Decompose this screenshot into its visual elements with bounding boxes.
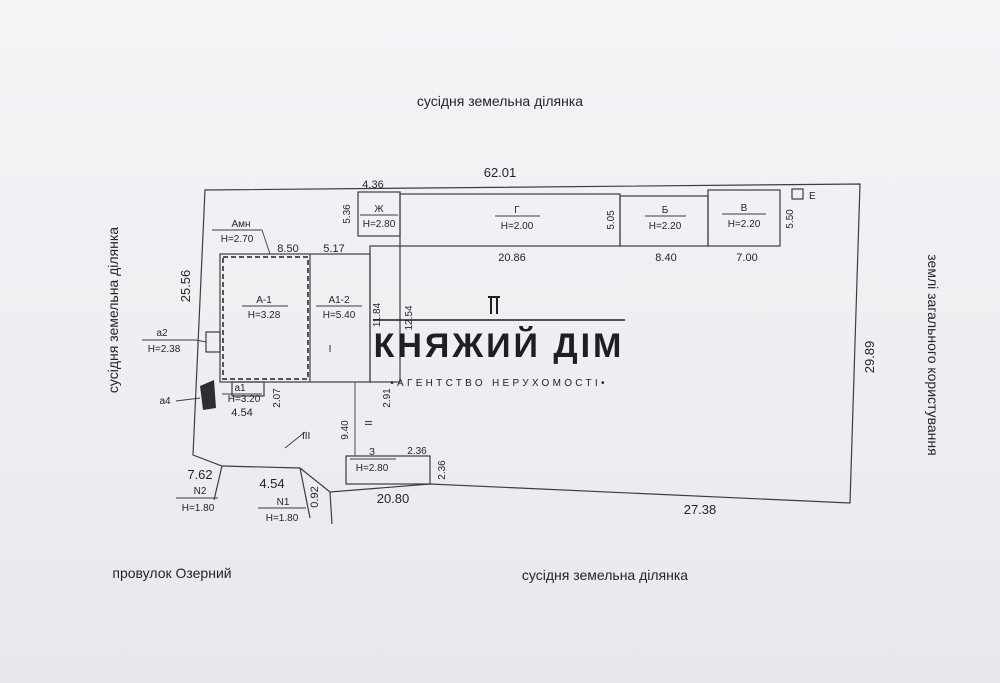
dim-z-v: 2.36 — [437, 460, 448, 480]
building-zh-height: H=2.80 — [363, 219, 396, 230]
watermark-logo-sub: •АГЕНТСТВО НЕРУХОМОСТІ• — [390, 378, 608, 389]
dim-house-w2: 5.17 — [323, 243, 344, 255]
building-z-height: H=2.80 — [356, 463, 389, 474]
dim-left-bottom-small: 4.54 — [259, 476, 284, 491]
dim-a1-v: 2.07 — [272, 388, 283, 408]
building-z-name: З — [369, 447, 375, 458]
dim-bottom-mid: 20.80 — [377, 491, 410, 506]
building-v-name: В — [741, 203, 748, 214]
label-top-neighbor: сусідня земельна ділянка — [417, 93, 583, 109]
dim-b-w: 8.40 — [655, 252, 676, 264]
agency-watermark: КНЯЖИЙ ДІМ •АГЕНТСТВО НЕРУХОМОСТІ• — [373, 296, 625, 389]
building-b-height: H=2.20 — [649, 221, 682, 232]
dim-gate-gap: 0.92 — [309, 486, 321, 507]
building-v — [707, 189, 781, 247]
porch-a2 — [205, 331, 221, 353]
building-a2-leader — [195, 339, 207, 343]
building-amn-leader — [261, 229, 271, 255]
building-a12-name: А1-2 — [328, 295, 350, 306]
dim-right: 29.89 — [862, 341, 877, 374]
gate-n1-name: N1 — [277, 497, 290, 508]
dim-zh-v: 5.36 — [342, 204, 353, 224]
dim-z-w: 2.36 — [407, 446, 427, 457]
building-zh-name: Ж — [374, 204, 384, 215]
building-g — [399, 193, 621, 247]
dim-house-v2: 12.54 — [404, 305, 415, 330]
dim-top: 62.01 — [484, 165, 517, 180]
gate-n2-name: N2 — [194, 486, 207, 497]
dim-a1-w: 4.54 — [231, 407, 252, 419]
dim-house-w1: 8.50 — [277, 243, 298, 255]
building-a1-name: А-1 — [256, 295, 272, 306]
building-v-height: H=2.20 — [728, 219, 761, 230]
dim-b-v: 5.05 — [606, 210, 617, 230]
watermark-crown-right — [496, 298, 498, 314]
element-a4-leader — [175, 397, 201, 402]
dim-bottom-right: 27.38 — [684, 502, 717, 517]
building-e-name: Е — [809, 191, 816, 202]
element-a4 — [200, 380, 216, 410]
dim-v-v: 5.50 — [785, 209, 796, 229]
label-bottom-neighbor: сусідня земельна ділянка — [522, 567, 688, 583]
building-z — [345, 455, 431, 485]
building-g-name: Г — [514, 205, 520, 216]
dim-top-small: 4.36 — [362, 179, 383, 191]
building-a2-height: H=2.38 — [148, 344, 181, 355]
building-a1small-height: H=3.20 — [228, 394, 261, 405]
watermark-crown-bar — [488, 296, 500, 298]
dim-left-bottom: 7.62 — [187, 467, 212, 482]
zone-iii-marker — [284, 431, 306, 449]
gate-n2-line — [213, 465, 223, 501]
zone-ii-label: ІІ — [364, 420, 375, 426]
building-e — [791, 188, 804, 200]
watermark-crown-left — [490, 298, 492, 314]
dim-left: 25.56 — [178, 270, 193, 303]
gate-n1-height: H=1.80 — [266, 513, 299, 524]
building-a1-height: H=3.28 — [248, 310, 281, 321]
building-b-name: Б — [662, 205, 669, 216]
building-a1small-name: а1 — [234, 383, 246, 394]
porch-a1 — [231, 381, 265, 397]
label-street: провулок Озерний — [112, 565, 231, 581]
building-g-height: H=2.00 — [501, 221, 534, 232]
dim-g-w: 20.86 — [498, 252, 526, 264]
zone-i-label: І — [329, 344, 332, 355]
dim-v-w: 7.00 — [736, 252, 757, 264]
building-a2-name: а2 — [156, 328, 168, 339]
dim-yard-h: 2.91 — [382, 388, 393, 408]
dim-yard-v: 9.40 — [340, 420, 351, 440]
label-right-public: землі загального користування — [925, 254, 941, 455]
element-a4-name: а4 — [159, 396, 171, 407]
zone-iii-label: ІІІ — [302, 431, 310, 442]
building-a12-height: H=5.40 — [323, 310, 356, 321]
dim-house-v1: 11.84 — [372, 302, 383, 327]
watermark-logo-main: КНЯЖИЙ ДІМ — [374, 326, 625, 365]
gate-n1-line — [299, 467, 311, 519]
house-a1-dashed — [222, 256, 309, 380]
building-amn-height: H=2.70 — [221, 234, 254, 245]
building-amn-name: Амн — [231, 219, 250, 230]
gate-post — [329, 491, 333, 525]
house-annex — [369, 245, 401, 383]
gate-n2-height: H=1.80 — [182, 503, 215, 514]
label-left-neighbor: сусідня земельна ділянка — [105, 227, 121, 393]
